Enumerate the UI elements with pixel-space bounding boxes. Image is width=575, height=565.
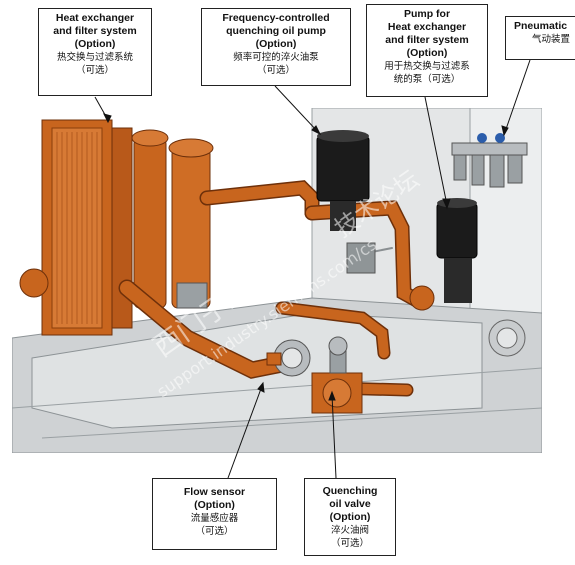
callout-heat-exchanger-zh1: 热交换与过滤系统: [56, 52, 133, 63]
callout-quench-pump-en1: Frequency-controlled: [222, 12, 330, 24]
callout-pump-heat-en2: Heat exchanger: [387, 21, 467, 33]
callout-heat-exchanger-option: (Option): [74, 38, 116, 50]
filter-housings: [131, 129, 214, 309]
pneumatic-unit: [451, 133, 528, 188]
callout-quench-valve: Quenching oil valve (Option) 淬火油阀 （可选）: [304, 478, 396, 556]
callout-quench-valve-zh2: （可选）: [330, 538, 369, 549]
callout-quench-pump: Frequency-controlled quenching oil pump …: [201, 8, 351, 86]
callout-pump-heat-zh2: 统的泵（可选）: [393, 74, 461, 85]
callout-pump-heat-zh1: 用于热交换与过滤系: [384, 61, 470, 72]
callout-pneumatic-en1: Pneumatic: [514, 20, 568, 32]
callout-flow-sensor-zh1: 流量感应器: [190, 513, 239, 524]
callout-quench-valve-en2: oil valve: [329, 498, 371, 510]
callout-pneumatic: Pneumatic 气动装置: [505, 16, 575, 60]
quench-pump-motor: [316, 130, 376, 274]
heat-exchanger-pump-motor: [409, 198, 478, 311]
callout-heat-exchanger-zh2: （可选）: [75, 65, 114, 76]
callout-flow-sensor-zh2: （可选）: [195, 526, 234, 537]
callout-flow-sensor-en1: Flow sensor: [183, 486, 246, 498]
callout-pump-heat-en3: and filter system: [385, 34, 469, 46]
callout-flow-sensor: Flow sensor (Option) 流量感应器 （可选）: [152, 478, 277, 550]
callout-pump-heat-option: (Option): [406, 47, 448, 59]
callout-quench-pump-zh1: 频率可控的淬火油泵: [233, 52, 319, 63]
callout-flow-sensor-option: (Option): [194, 499, 235, 511]
callout-quench-pump-option: (Option): [255, 38, 297, 50]
machine-illustration: 西门子工业 support.industry.siemens.com/cs 技术…: [12, 108, 542, 453]
callout-pump-heat-en1: Pump for: [403, 8, 451, 20]
callout-heat-exchanger-en1: Heat exchanger: [55, 12, 135, 24]
callout-quench-pump-en2: quenching oil pump: [226, 25, 326, 37]
callout-quench-valve-zh1: 淬火油阀: [330, 525, 369, 536]
flow-sensor: [266, 339, 311, 377]
callout-pump-heat: Pump for Heat exchanger and filter syste…: [366, 4, 488, 97]
callout-quench-pump-zh2: （可选）: [256, 65, 295, 76]
callout-quench-valve-option: (Option): [329, 511, 371, 523]
heat-exchanger: [19, 119, 133, 336]
callout-pneumatic-zh1: 气动装置: [532, 34, 571, 45]
callout-heat-exchanger: Heat exchanger and filter system (Option…: [38, 8, 152, 96]
callout-quench-valve-en1: Quenching: [322, 485, 378, 497]
callout-heat-exchanger-en2: and filter system: [53, 25, 137, 37]
